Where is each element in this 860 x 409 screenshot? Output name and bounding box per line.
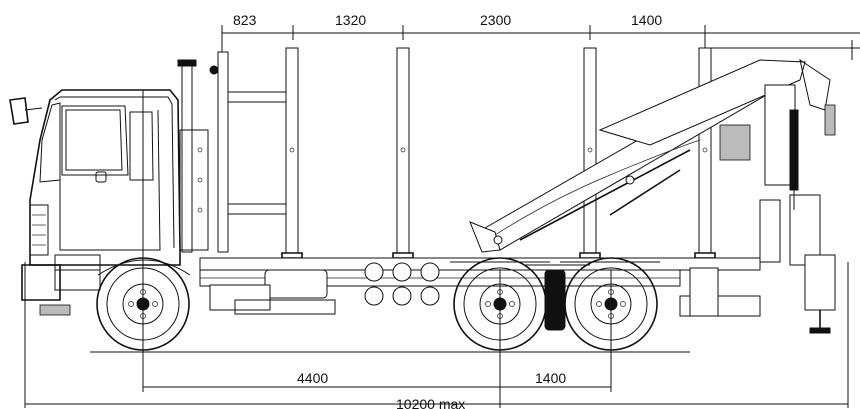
dim-823: 823	[233, 12, 257, 28]
bottom-dimension-chain: 4400 1400 10200 max	[24, 90, 849, 409]
front-wheel	[96, 257, 191, 351]
truck-cab	[9, 59, 209, 316]
dim-1320: 1320	[335, 12, 366, 28]
dim-4400: 4400	[297, 370, 328, 386]
dim-10200-max: 10200 max	[396, 396, 465, 409]
top-dimension-chain: 823 1320 2300 1400	[221, 12, 860, 250]
tandem-suspension	[525, 264, 590, 331]
rear-wheel-2	[560, 257, 660, 351]
chassis-frame	[199, 257, 761, 317]
loader-crane	[469, 58, 836, 334]
dim-1400-bottom: 1400	[535, 370, 566, 386]
dim-2300: 2300	[480, 12, 511, 28]
dim-1400-top: 1400	[631, 12, 662, 28]
front-headboard	[209, 47, 299, 254]
